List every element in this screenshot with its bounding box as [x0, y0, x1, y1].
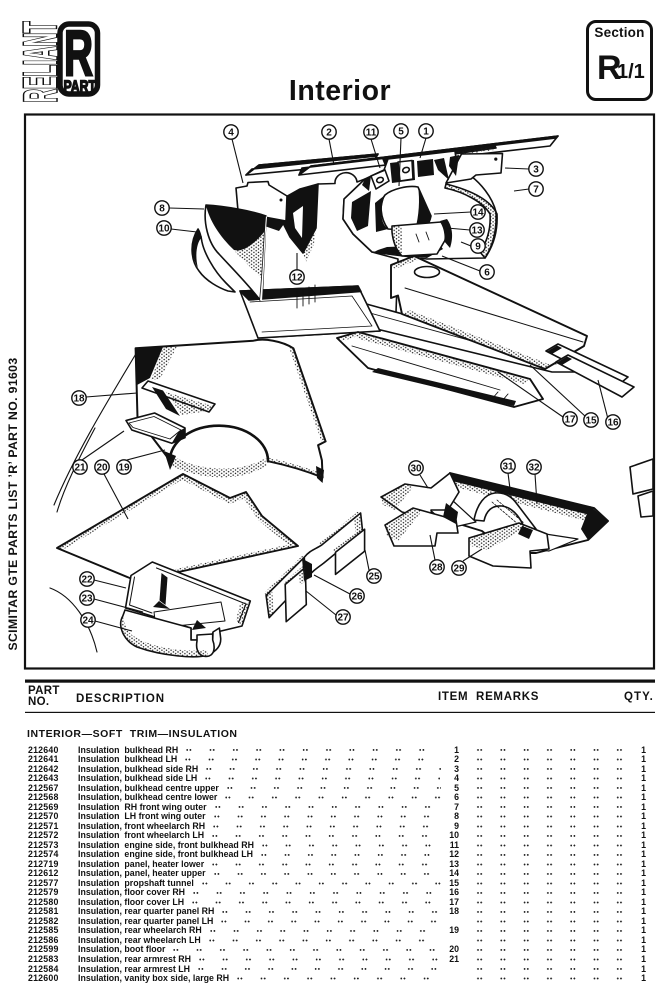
- svg-text:20: 20: [96, 463, 108, 474]
- svg-text:R: R: [64, 18, 93, 90]
- svg-text:3: 3: [533, 165, 539, 176]
- svg-text:28: 28: [431, 563, 443, 574]
- svg-text:29: 29: [453, 564, 465, 575]
- svg-text:24: 24: [82, 616, 94, 627]
- svg-text:31: 31: [502, 462, 514, 473]
- svg-text:25: 25: [368, 572, 380, 583]
- svg-text:26: 26: [351, 592, 363, 603]
- svg-text:32: 32: [528, 463, 540, 474]
- svg-text:12: 12: [291, 273, 303, 284]
- svg-text:22: 22: [81, 575, 93, 586]
- svg-text:17: 17: [564, 415, 576, 426]
- svg-text:30: 30: [410, 464, 422, 475]
- svg-text:7: 7: [533, 185, 539, 196]
- svg-text:21: 21: [74, 463, 86, 474]
- svg-text:4: 4: [228, 128, 234, 139]
- svg-text:PART: PART: [64, 77, 97, 96]
- svg-text:18: 18: [73, 394, 85, 405]
- svg-text:13: 13: [471, 226, 483, 237]
- svg-text:19: 19: [118, 463, 130, 474]
- svg-text:16: 16: [607, 418, 619, 429]
- svg-text:9: 9: [475, 242, 481, 253]
- svg-text:6: 6: [484, 268, 490, 279]
- svg-text:23: 23: [81, 594, 93, 605]
- svg-text:15: 15: [585, 416, 597, 427]
- svg-text:14: 14: [472, 208, 484, 219]
- svg-text:5: 5: [398, 127, 404, 138]
- svg-text:27: 27: [337, 613, 349, 624]
- svg-text:8: 8: [159, 204, 165, 215]
- svg-text:1: 1: [423, 127, 429, 138]
- svg-text:11: 11: [366, 128, 377, 139]
- svg-text:10: 10: [158, 224, 170, 235]
- svg-text:2: 2: [326, 128, 332, 139]
